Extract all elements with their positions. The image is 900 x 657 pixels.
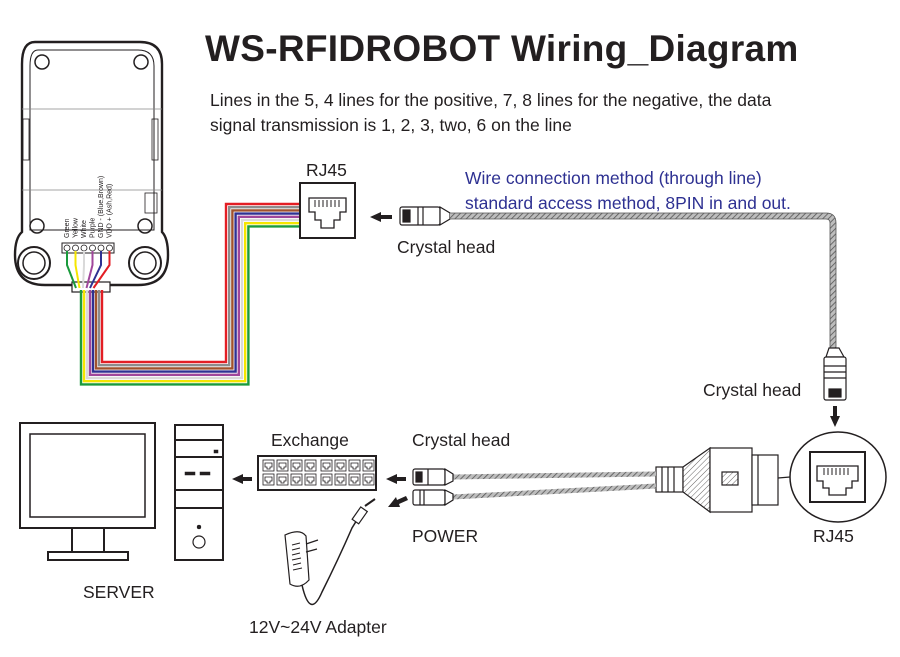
wire-method-line-2: standard access method, 8PIN in and out. xyxy=(465,193,791,213)
power-dc-plug xyxy=(412,489,454,507)
arrow-left-switch xyxy=(232,474,252,484)
arrow-down-right xyxy=(830,406,840,427)
switch-port xyxy=(320,473,333,486)
pin-hole xyxy=(89,244,96,252)
ribbon-wire xyxy=(85,218,300,380)
switch-port xyxy=(334,473,347,486)
crystal-head-right-label: Crystal head xyxy=(703,380,802,400)
exchange-label: Exchange xyxy=(271,430,349,450)
switch-port xyxy=(362,459,375,472)
network-switch xyxy=(257,455,377,491)
server-computer xyxy=(19,422,224,561)
switch-port xyxy=(348,459,361,472)
pin-wire xyxy=(74,251,81,289)
wire-method-line-1: Wire connection method (through line) xyxy=(465,168,762,188)
switch-port xyxy=(262,473,275,486)
pin-label: White xyxy=(81,220,88,238)
rj45-socket-bottom xyxy=(777,431,887,523)
pin-label: Purple xyxy=(90,218,97,238)
switch-port xyxy=(262,459,275,472)
crystal-head-plug-top xyxy=(399,205,451,227)
switch-port xyxy=(362,473,375,486)
cable-lan xyxy=(452,471,657,480)
switch-port xyxy=(348,473,361,486)
ribbon-wire xyxy=(94,209,300,370)
cable-power xyxy=(452,483,657,500)
pin-hole xyxy=(97,244,105,252)
pin-wire xyxy=(89,251,102,289)
crystal-head-plug-bottom xyxy=(412,467,454,486)
switch-port xyxy=(304,473,317,486)
pin-hole xyxy=(63,244,71,252)
power-label: POWER xyxy=(412,526,479,546)
pin-label: VDD + (Ash,Red) xyxy=(107,184,114,238)
rj45-top-label: RJ45 xyxy=(306,160,347,180)
pin-hole xyxy=(72,244,79,252)
network-cable xyxy=(450,213,836,348)
pin-hole xyxy=(80,244,88,252)
switch-port xyxy=(290,459,303,472)
ribbon-wire xyxy=(100,202,300,364)
switch-port xyxy=(290,473,303,486)
pin-label: GND - (Blue,Brown) xyxy=(98,176,105,238)
pin-wire xyxy=(66,251,77,289)
ribbon-wire xyxy=(79,225,300,386)
rj45-socket-top xyxy=(299,182,356,239)
server-label: SERVER xyxy=(83,582,155,602)
arrow-left-power xyxy=(388,496,408,507)
ribbon-wire xyxy=(91,212,300,373)
pin-wire xyxy=(85,251,94,289)
switch-port xyxy=(320,459,333,472)
pin-label: Yellow xyxy=(73,217,80,238)
description-line-2: signal transmission is 1, 2, 3, two, 6 o… xyxy=(210,115,572,135)
crystal-head-plug-right xyxy=(823,347,847,401)
crystal-head-bottom-label: Crystal head xyxy=(412,430,511,450)
pin-label: Green xyxy=(64,218,71,238)
pin-wire xyxy=(82,251,85,289)
arrow-left-top xyxy=(370,212,392,222)
ribbon-wire xyxy=(88,215,300,376)
adapter-label: 12V~24V Adapter xyxy=(249,617,387,637)
arrow-left-crystal xyxy=(386,474,406,484)
pin-wire xyxy=(92,251,111,289)
rj45-bottom-label: RJ45 xyxy=(813,526,854,546)
ribbon-wire xyxy=(97,206,300,367)
power-adapter xyxy=(284,498,376,605)
ribbon-wire xyxy=(82,222,300,383)
pin-hole xyxy=(106,244,113,252)
switch-port xyxy=(304,459,317,472)
switch-port xyxy=(276,459,289,472)
switch-port xyxy=(276,473,289,486)
description-line-1: Lines in the 5, 4 lines for the positive… xyxy=(210,90,772,110)
diagram-title: WS-RFIDROBOT Wiring_Diagram xyxy=(205,28,799,69)
ribbon-cable xyxy=(79,202,300,386)
poe-splitter xyxy=(655,446,779,514)
rfid-reader-board xyxy=(13,40,170,293)
crystal-head-top-label: Crystal head xyxy=(397,237,496,257)
switch-port xyxy=(334,459,347,472)
